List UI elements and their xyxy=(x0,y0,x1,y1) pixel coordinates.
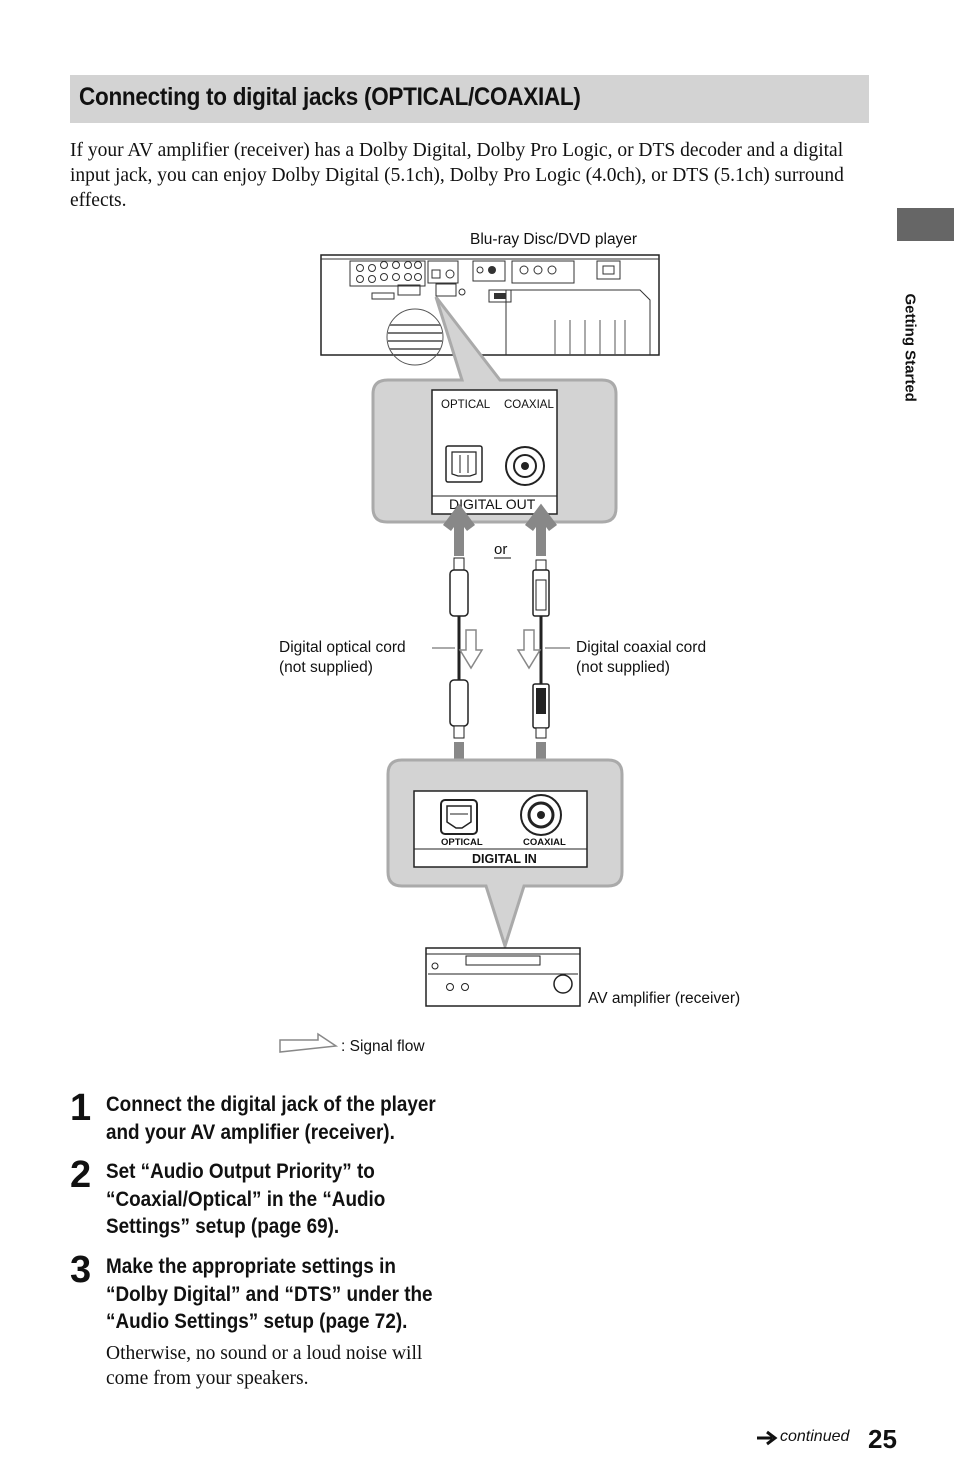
step-number: 3 xyxy=(70,1249,92,1291)
intro-paragraph: If your AV amplifier (receiver) has a Do… xyxy=(70,140,844,211)
coaxial-cord-label: Digital coaxial cord xyxy=(576,639,706,656)
optical-flow-arrow-icon xyxy=(458,629,484,670)
coaxial-cord-note: (not supplied) xyxy=(576,659,670,676)
signal-flow-label: : Signal flow xyxy=(341,1038,425,1055)
coaxial-flow-arrow-icon xyxy=(516,629,542,670)
section-title: Connecting to digital jacks (OPTICAL/COA… xyxy=(79,83,581,111)
connection-diagram: Blu-ray Disc/DVD player xyxy=(279,231,740,1055)
in-coaxial-label: COAXIAL xyxy=(523,837,566,848)
player-label: Blu-ray Disc/DVD player xyxy=(470,231,637,248)
page-number: 25 xyxy=(868,1424,897,1454)
step-text: Connect the digital jack of the player a… xyxy=(106,1093,436,1144)
coaxial-cord-icon xyxy=(532,559,550,739)
digital-in-label: DIGITAL IN xyxy=(472,852,537,866)
optical-out-jack-icon xyxy=(445,445,483,483)
signal-flow-legend-icon xyxy=(279,1032,339,1053)
player-rear-panel xyxy=(320,254,660,366)
step-text: Make the appropriate settings in “Dolby … xyxy=(106,1255,433,1333)
or-label: or xyxy=(494,541,507,558)
coaxial-out-jack-icon xyxy=(505,446,545,486)
step-number: 1 xyxy=(70,1087,92,1129)
right-arrow-icon xyxy=(757,1430,778,1446)
optical-cord-icon xyxy=(449,557,469,739)
coaxial-in-jack-icon xyxy=(520,794,562,836)
av-amplifier-icon xyxy=(425,947,581,1007)
in-optical-label: OPTICAL xyxy=(441,837,483,848)
step-number: 2 xyxy=(70,1154,92,1196)
continued-label: continued xyxy=(780,1428,850,1445)
section-title-bar: Connecting to digital jacks (OPTICAL/COA… xyxy=(70,75,869,123)
step-text: Set “Audio Output Priority” to “Coaxial/… xyxy=(106,1160,386,1238)
optical-cord-note: (not supplied) xyxy=(279,659,373,676)
amplifier-label: AV amplifier (receiver) xyxy=(588,990,740,1007)
out-optical-label: OPTICAL xyxy=(441,399,491,411)
optical-cord-label: Digital optical cord xyxy=(279,639,406,656)
optical-upper-arrow-icon xyxy=(443,503,475,556)
optical-in-jack-icon xyxy=(440,799,478,835)
coaxial-upper-arrow-icon xyxy=(525,503,557,556)
step-note: Otherwise, no sound or a loud noise will… xyxy=(106,1343,423,1389)
digital-out-label: DIGITAL OUT xyxy=(449,496,536,512)
out-coaxial-label: COAXIAL xyxy=(504,399,554,411)
chapter-tab xyxy=(897,208,954,241)
